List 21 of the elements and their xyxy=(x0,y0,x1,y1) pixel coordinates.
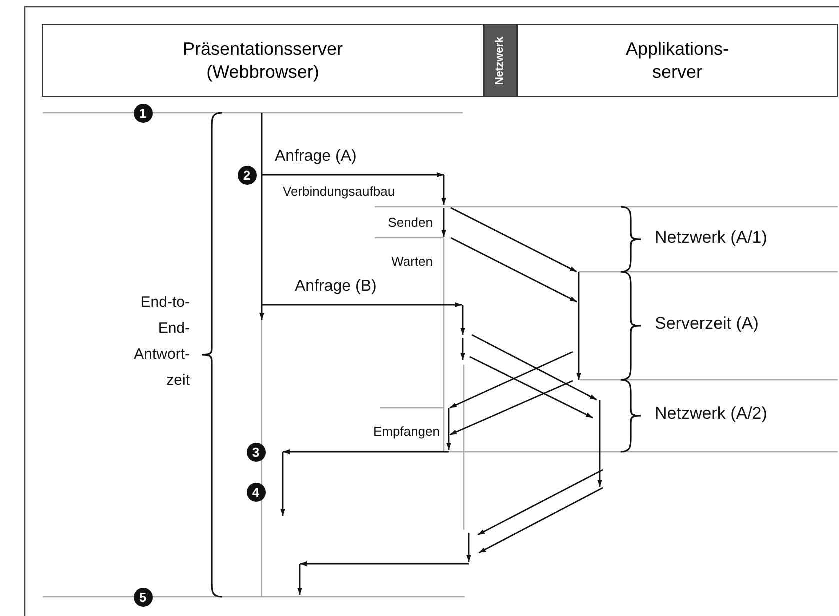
timing-label: Verbindungsaufbau xyxy=(283,184,396,199)
callout-number: 2 xyxy=(238,166,256,184)
tier-box xyxy=(517,24,838,97)
timing-label: Netzwerk (A/1) xyxy=(655,228,768,248)
timing-label: Warten xyxy=(392,254,433,269)
network-band xyxy=(484,24,517,97)
timing-label: Netzwerk (A/2) xyxy=(655,404,768,424)
callout-number: 1 xyxy=(134,104,152,122)
tier-box xyxy=(42,24,484,97)
timing-label: Serverzeit (A) xyxy=(655,314,759,334)
tier-label: Applikations- server xyxy=(624,38,730,83)
callout-number: 3 xyxy=(246,442,266,462)
timing-label: Anfrage (A) xyxy=(275,148,357,166)
tier-label: Netzwerk xyxy=(494,36,506,85)
timing-label: Anfrage (B) xyxy=(295,278,377,296)
tier-label: Präsentationsserver (Webbrowser) xyxy=(182,38,344,83)
callout-number: 4 xyxy=(246,482,266,502)
callout-number: 5 xyxy=(134,588,152,606)
timing-label: Empfangen xyxy=(374,424,440,439)
timing-label: Senden xyxy=(388,215,433,230)
timing-label: End-to- End- Antwort- zeit xyxy=(133,293,190,391)
